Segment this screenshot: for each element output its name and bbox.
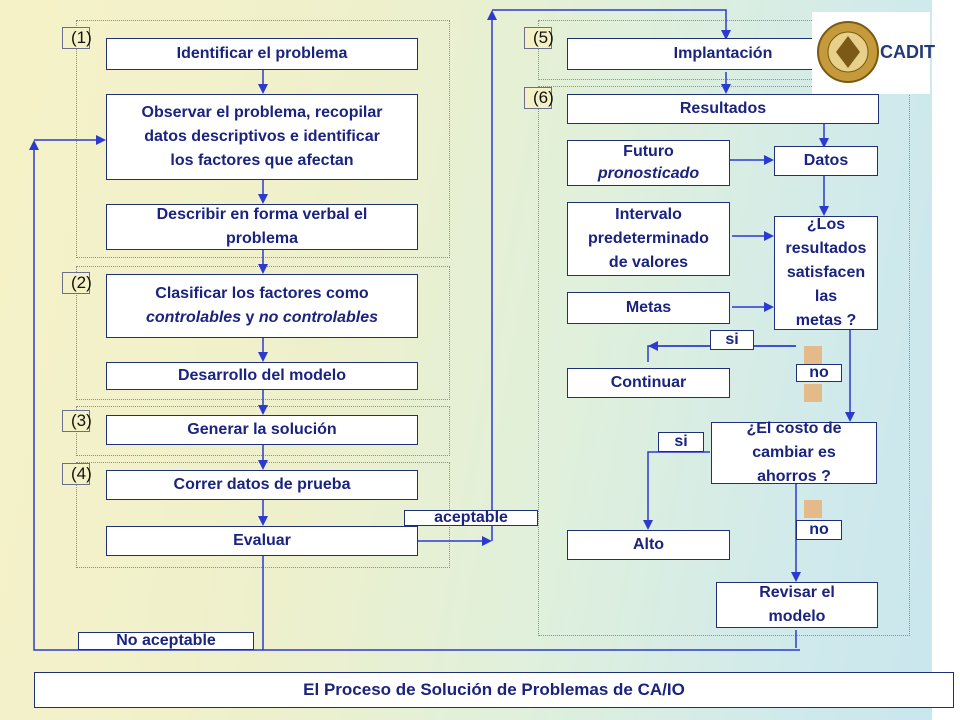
acceptable-text: aceptable [434,509,508,526]
group-number-5: (5) [524,27,554,49]
describe-line-2: problema [225,230,298,247]
classify-and: y [241,309,259,326]
interval-line-1: Intervalo [615,206,682,223]
observe-line-3: los factores que afectan [170,152,354,169]
classify-controllable: controlables [145,309,242,326]
diagram-title: El Proceso de Solución de Problemas de C… [303,680,685,699]
yes-text-2: si [674,433,688,450]
interval-line-2: predeterminado [588,230,709,247]
generate-solution-box: Generar la solución [106,415,418,445]
goals-box: Metas [567,292,730,324]
group-number-1: (1) [62,27,92,49]
model-development-label: Desarrollo del modelo [177,367,347,384]
no-label-2: no [796,520,842,540]
stop-box: Alto [567,530,730,560]
yes-text-1: si [725,331,739,348]
forecast-future-box: Futuro pronosticado [567,140,730,186]
cost-savings-question-box: ¿El costo de cambiar es ahorros ? [711,420,877,485]
review-line-1: Revisar el [759,584,835,601]
group-number-3: (3) [62,410,92,432]
generate-solution-label: Generar la solución [187,421,337,438]
continue-label: Continuar [610,374,687,391]
stop-label: Alto [632,536,665,553]
results-box: Resultados [567,94,879,124]
continue-box: Continuar [567,368,730,398]
forecast-line-1: Futuro [623,143,674,160]
interval-line-3: de valores [608,254,689,271]
describe-line-1: Describir en forma verbal el [156,206,368,223]
group-number-4: (4) [62,463,92,485]
q2-line-2: cambiar es [752,444,836,461]
q2-line-3: ahorros ? [757,468,831,485]
cadit-logo: CADIT [812,12,935,94]
no-text-2: no [809,521,829,538]
results-satisfy-question-box: ¿Los resultados satisfacen las metas ? [774,216,878,330]
no-text-1: no [809,364,829,381]
logo-text: CADIT [880,42,935,62]
q1-line-2: resultados [785,240,867,257]
observe-line-1: Observar el problema, recopilar [141,104,383,121]
observe-problem-box: Observar el problema, recopilar datos de… [106,94,418,180]
classify-uncontrollable: no controlables [258,309,379,326]
data-box: Datos [774,146,878,176]
review-line-2: modelo [768,608,826,625]
interval-box: Intervalo predeterminado de valores [567,202,730,276]
not-acceptable-text: No aceptable [116,632,216,649]
q1-line-5: metas ? [795,312,857,329]
implantation-label: Implantación [673,45,773,62]
results-label: Resultados [679,100,767,117]
q1-line-4: las [814,288,838,305]
identify-problem-box: Identificar el problema [106,38,418,70]
right-margin-strip [932,0,960,720]
observe-line-2: datos descriptivos e identificar [144,128,380,145]
evaluate-box: Evaluar [106,526,418,556]
q1-line-1: ¿Los [806,216,846,233]
classify-line-1: Clasificar los factores como [155,285,369,302]
run-test-data-box: Correr datos de prueba [106,470,418,500]
evaluate-label: Evaluar [233,532,291,549]
no-label-1: no [796,364,842,382]
yes-label-2: si [658,432,704,452]
diagram-title-footer: El Proceso de Solución de Problemas de C… [34,672,954,708]
yes-label-1: si [710,330,754,350]
not-acceptable-label: No aceptable [78,632,254,650]
acceptable-label: aceptable [404,509,538,526]
goals-label: Metas [625,299,672,316]
forecast-line-2: pronosticado [597,165,700,182]
describe-problem-box: Describir en forma verbal el problema [106,204,418,250]
classify-line-2: controlables y no controlables [146,306,378,330]
university-seal-icon [817,21,879,83]
group-number-2: (2) [62,272,92,294]
classify-factors-box: Clasificar los factores como controlable… [106,274,418,338]
data-label: Datos [803,152,849,169]
review-model-box: Revisar el modelo [716,582,878,628]
q1-line-3: satisfacen [786,264,866,281]
run-test-data-label: Correr datos de prueba [173,476,351,493]
model-development-box: Desarrollo del modelo [106,362,418,390]
identify-problem-label: Identificar el problema [176,45,348,62]
q2-line-1: ¿El costo de [746,420,842,437]
group-number-6: (6) [524,87,554,109]
